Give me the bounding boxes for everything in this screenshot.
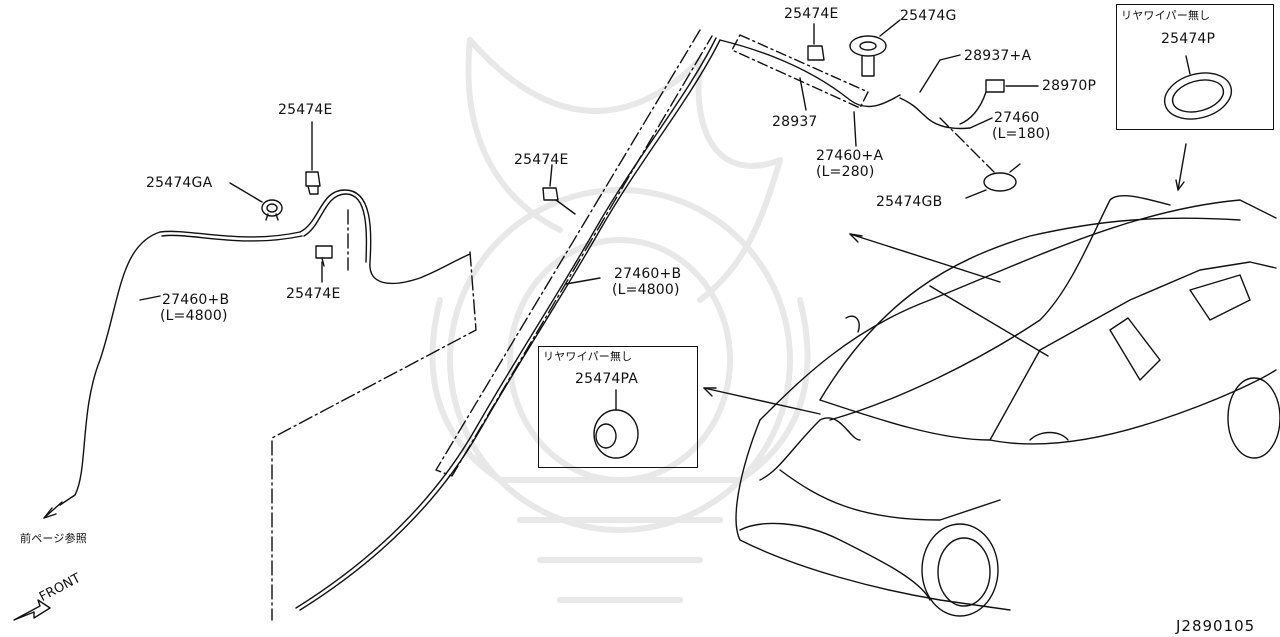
grommet-25474GA [261,199,283,221]
inset-center-part-label: 25474PA [575,371,639,387]
clip-25474E-left-bottom [315,245,333,267]
grommet-25474GB [983,163,1021,192]
inset-center-note: リヤワイパー無し [543,350,633,363]
label-prev-page-ref: 前ページ参照 [20,532,87,545]
inset-right-part-label: 25474P [1161,31,1216,47]
left-panel-outline [271,209,477,621]
top-right-parts [799,19,1187,283]
inset-center-box: リヤワイパー無し 25474PA [538,346,698,468]
inset-right-box: リヤワイパー無し 25474P [1116,4,1274,130]
label-25474GA: 25474GA [146,175,213,191]
label-25474G: 25474G [900,8,957,24]
label-27460: 27460 [994,110,1040,126]
clip-25474E-mid [542,187,576,215]
clip-25474E-top [807,23,825,61]
label-27460B-left: 27460+B [162,292,230,308]
label-28937: 28937 [772,114,818,130]
label-27460A: 27460+A [816,148,884,164]
hose-27460B-left [59,230,301,506]
car-outline [735,195,1280,617]
label-25474E-top: 25474E [784,6,839,22]
nozzle-25474G [849,19,901,77]
clip-25474E-left-top [305,171,321,195]
hose-27460B-mid [299,39,721,611]
nozzle-28970P [959,79,1039,125]
label-27460B-mid-length: (L=4800) [612,282,680,298]
joint-28937A [899,54,971,130]
label-27460B-left-length: (L=4800) [160,308,228,324]
label-25474E-left-bottom: 25474E [286,286,341,302]
left-hose-assembly [43,121,477,621]
watermark-emblem [429,37,811,603]
label-28970P: 28970P [1042,78,1097,94]
inset-right-note: リヤワイパー無し [1121,9,1211,22]
diagram-code: J2890105 [1176,617,1256,635]
middle-hose-assembly [295,29,901,611]
label-28937A: 28937+A [964,48,1032,64]
label-27460-length: (L=180) [992,126,1051,142]
label-25474GB: 25474GB [876,194,943,210]
label-25474E-mid: 25474E [514,152,569,168]
part-25474PA-drawing [593,387,821,459]
front-arrow-icon [13,599,51,621]
label-25474E-left-top: 25474E [278,102,333,118]
label-27460B-mid: 27460+B [614,266,682,282]
part-25474P-drawing [1163,55,1233,120]
label-27460A-length: (L=280) [816,164,875,180]
